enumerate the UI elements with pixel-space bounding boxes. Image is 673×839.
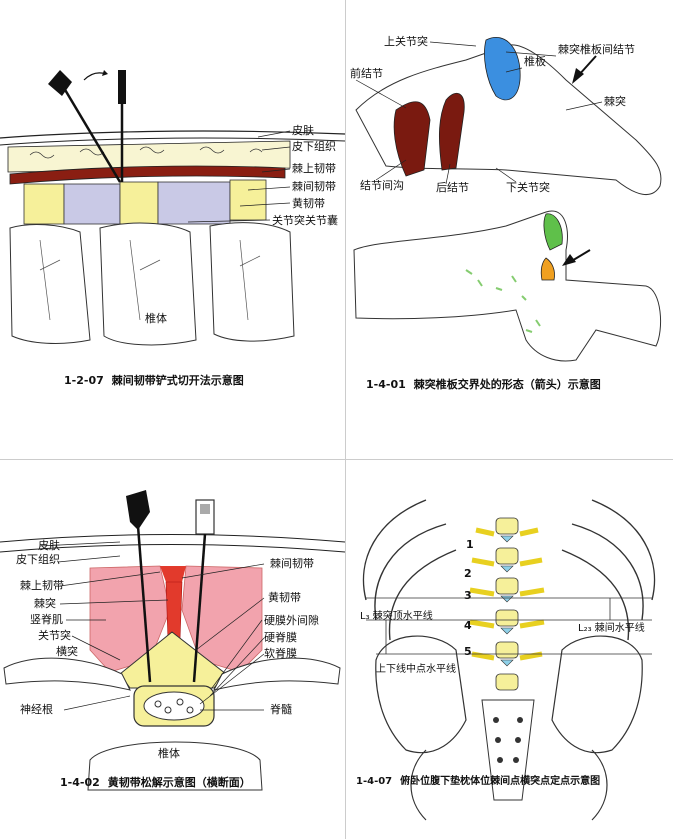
syringe-instrument	[192, 499, 215, 683]
orange-tip	[540, 257, 555, 281]
label-intertubercular-groove: 结节间沟	[360, 179, 404, 192]
label-subcutaneous: 皮下组织	[292, 140, 336, 153]
figure-title: 黄韧带松解示意图（横断面）	[107, 776, 251, 789]
label-skin: 皮肤	[292, 124, 314, 137]
vertebra-3	[209, 222, 295, 342]
figure-number: 1-2-07	[64, 374, 104, 387]
caption-panel4: 1-4-07 俯卧位腹下垫枕体位棘间点横突点定点示意图	[356, 772, 600, 787]
vertebra-number-2: 2	[464, 567, 472, 580]
figure-title: 棘突椎板交界处的形态（箭头）示意图	[413, 378, 601, 391]
spinous-process	[165, 581, 183, 641]
vertebra-number-4: 4	[464, 619, 472, 632]
label-midpoint: 上下线中点水平线	[376, 664, 456, 675]
blade-instrument	[48, 70, 122, 183]
vertebra-1	[9, 224, 91, 344]
pelvis-left	[375, 635, 467, 754]
vertebra-number-1: 1	[466, 538, 474, 551]
label-vertebral-body: 椎体	[158, 747, 180, 760]
interspinous-block-1	[23, 183, 65, 225]
label-superior-articular: 上关节突	[384, 35, 428, 48]
interspinous-block-2	[119, 181, 159, 225]
label-pia: 软脊膜	[264, 647, 297, 660]
label-transverse-process: 横突	[56, 645, 78, 658]
horizontal-divider	[0, 459, 673, 460]
figure-title: 俯卧位腹下垫枕体位棘间点横突点定点示意图	[400, 776, 601, 787]
interspinous-block-3	[229, 179, 267, 221]
panel-flavum-release: 皮肤 皮下组织 棘上韧带 棘突 竖脊肌 关节突 横突 神经根 椎体 棘间韧带 黄…	[0, 460, 345, 839]
panel-prone-positioning: 1 2 3 4 5 L₃ 棘突顶水平线 L₂₃ 棘间水平线 上下线中点水平线 1…	[346, 460, 673, 839]
label-erector-spinae: 竖脊肌	[30, 613, 63, 626]
figure-number: 1-4-01	[366, 378, 406, 391]
skin-layer	[0, 130, 345, 139]
transverse-right	[213, 657, 341, 691]
caption-panel1: 1-2-07 棘间韧带铲式切开法示意图	[64, 372, 244, 388]
label-l23-interspinous: L₂₃ 棘间水平线	[578, 623, 645, 634]
label-interspinous: 棘间韧带	[292, 180, 336, 193]
dark-red-tubercle	[393, 101, 431, 177]
transverse-left	[3, 657, 131, 691]
blade-instrument	[126, 490, 152, 683]
label-nerve-root: 神经根	[20, 703, 53, 716]
label-spinous-process: 棘突	[604, 95, 626, 108]
label-spinous-process: 棘突	[34, 597, 56, 610]
label-supraspinous: 棘上韧带	[292, 162, 336, 175]
lower-vertebra	[353, 210, 662, 362]
label-flavum: 黄韧带	[292, 197, 325, 210]
panel4-illustration	[362, 499, 656, 821]
subcutaneous-layer	[7, 140, 291, 173]
ribs-right	[561, 499, 656, 641]
upper-vertebra	[355, 44, 662, 195]
label-subcutaneous: 皮下组织	[16, 553, 60, 566]
label-spinolaminar-junction: 棘突椎板间结节	[558, 43, 635, 56]
ribs-left	[362, 499, 457, 641]
panel1-illustration	[0, 70, 345, 346]
panel2-illustration	[353, 37, 662, 362]
label-l3-spinous: L₃ 棘突顶水平线	[360, 611, 433, 622]
vertebra-number-5: 5	[464, 645, 472, 658]
vertebra-2	[99, 222, 197, 346]
green-tip	[543, 213, 563, 251]
label-lamina: 椎板	[524, 55, 546, 68]
label-spinal-cord: 脊髓	[270, 703, 292, 716]
blue-tip	[484, 37, 521, 101]
supraspinous-ligament	[9, 165, 286, 185]
needle-instrument	[118, 70, 126, 182]
label-facet-capsule: 关节突关节囊	[272, 214, 338, 227]
label-skin: 皮肤	[38, 539, 60, 552]
label-posterior-tubercle: 后结节	[436, 181, 469, 194]
label-anterior-tubercle: 前结节	[350, 67, 383, 80]
label-interspinous: 棘间韧带	[270, 557, 314, 570]
vertebra-number-3: 3	[464, 589, 472, 602]
label-flavum: 黄韧带	[268, 591, 301, 604]
label-vertebral-body: 椎体	[145, 312, 167, 325]
figure-number: 1-4-07	[356, 776, 393, 787]
panel3-illustration	[0, 490, 345, 791]
panel-spinolaminar-junction: 上关节突 棘突椎板间结节 前结节 椎板 棘突 结节间沟 后结节 下关节突 1-4…	[346, 0, 673, 459]
label-supraspinous: 棘上韧带	[20, 579, 64, 592]
label-dura: 硬脊膜	[264, 631, 297, 644]
vertical-divider	[345, 0, 346, 839]
lumbar-spine	[469, 517, 545, 691]
caption-panel2: 1-4-01 棘突椎板交界处的形态（箭头）示意图	[366, 376, 601, 392]
figure-number: 1-4-02	[60, 776, 100, 789]
panel-interspinous-shovel-incision: 皮肤 皮下组织 棘上韧带 棘间韧带 黄韧带 关节突关节囊 椎体 1-2-07 棘间…	[0, 0, 345, 459]
label-inferior-articular: 下关节突	[506, 181, 550, 194]
spinal-cord	[143, 691, 205, 721]
figure-title: 棘间韧带铲式切开法示意图	[111, 374, 244, 387]
supraspinous-ligament	[160, 566, 186, 582]
sacrum	[481, 699, 535, 801]
caption-panel3: 1-4-02 黄韧带松解示意图（横断面）	[60, 774, 251, 790]
vertebral-body	[87, 741, 263, 791]
skin-layer	[0, 534, 345, 543]
label-articular-process: 关节突	[38, 629, 71, 642]
pelvis-right	[551, 635, 643, 754]
label-epidural-space: 硬膜外间隙	[264, 614, 319, 627]
